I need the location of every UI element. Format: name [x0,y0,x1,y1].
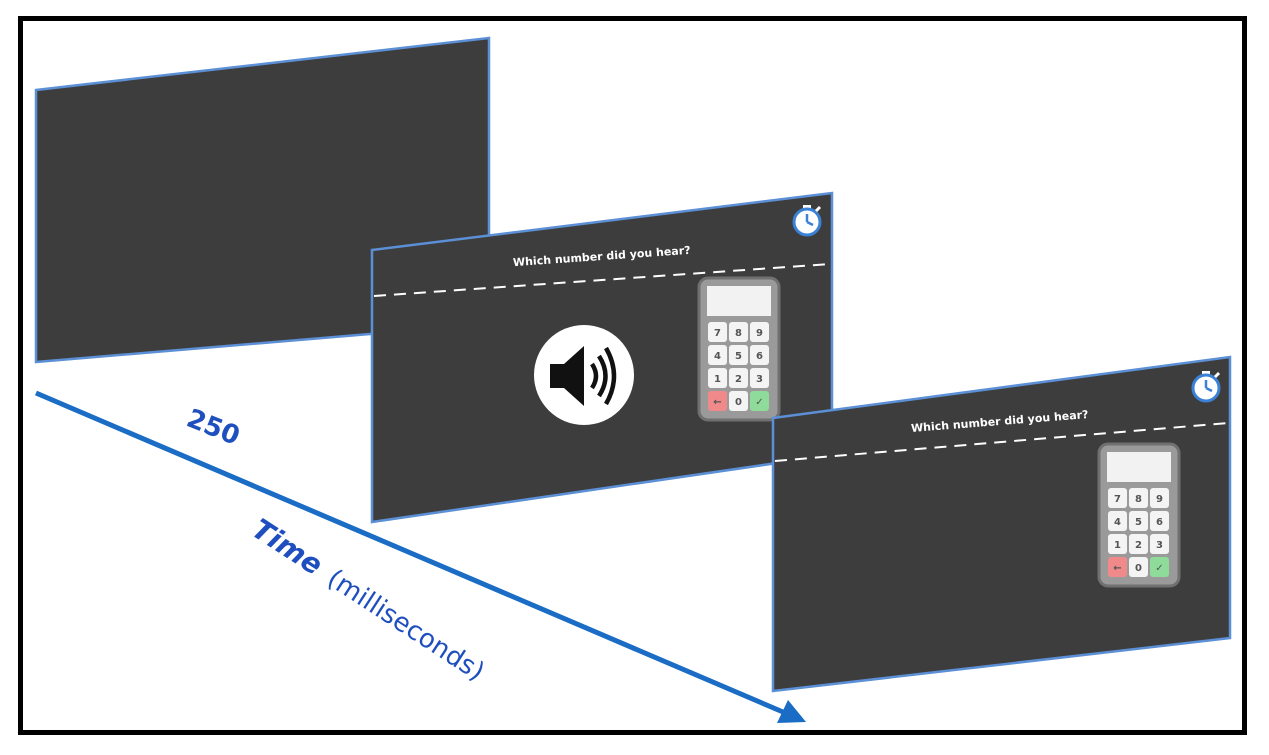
keypad-key [729,368,748,388]
figure-frame [18,16,1247,735]
keypad-key [1129,511,1148,531]
keypad-key-label: 8 [735,328,742,339]
keypad-key [1108,488,1127,508]
keypad-key [1150,511,1169,531]
audio-screen-keypad-icon: 7 8 9 4 5 6 1 2 3 ← 0 ✓ [697,276,781,422]
keypad-key [1129,534,1148,554]
keypad-key [708,368,727,388]
time-axis-word: Time [246,512,328,582]
time-arrow [35,390,806,723]
keypad-key-label: 4 [1114,517,1121,528]
keypad-key-label: 2 [1135,540,1142,551]
keypad-key [750,368,769,388]
keypad-key [750,345,769,365]
keypad-key-label: 4 [714,351,721,362]
keypad-key-label: 1 [714,374,721,385]
keypad-key [1150,488,1169,508]
response-screen-keypad-icon: 7 8 9 4 5 6 1 2 3 ← 0 ✓ [1097,442,1181,588]
keypad-key [1129,557,1148,577]
keypad-key-label: 3 [1156,540,1163,551]
keypad-key [750,322,769,342]
keypad-key-label: 5 [735,351,742,362]
keypad-key [729,391,748,411]
keypad-key [1129,488,1148,508]
time-axis-label: Time (milliseconds) [246,512,491,687]
keypad-key-label: 9 [756,328,763,339]
keypad-key [708,391,727,411]
time-axis-unit: (milliseconds) [322,564,490,688]
keypad-key [1150,534,1169,554]
keypad-key [750,391,769,411]
keypad-key [1108,557,1127,577]
keypad-key-label: ← [713,397,721,408]
keypad-key [1150,557,1169,577]
keypad-key [1108,534,1127,554]
keypad-key-label: 9 [1156,494,1163,505]
keypad-key-label: 6 [1156,517,1163,528]
keypad-key-label: 2 [735,374,742,385]
keypad-key-label: ✓ [1155,563,1163,574]
keypad-key [729,322,748,342]
keypad-key-label: ✓ [755,397,763,408]
keypad-key-label: 7 [714,328,721,339]
keypad-key-label: 0 [1135,563,1142,574]
speaker-icon [534,325,634,425]
keypad-key [729,345,748,365]
keypad-key [708,322,727,342]
keypad-key-label: 8 [1135,494,1142,505]
keypad-key-label: 5 [1135,517,1142,528]
keypad-key-label: 7 [1114,494,1121,505]
keypad-key [708,345,727,365]
keypad-key [1108,511,1127,531]
duration-label: 250 [182,404,244,452]
keypad-key-label: ← [1113,563,1121,574]
keypad-key-label: 3 [756,374,763,385]
keypad-key-label: 6 [756,351,763,362]
keypad-key-label: 0 [735,397,742,408]
keypad-key-label: 1 [1114,540,1121,551]
